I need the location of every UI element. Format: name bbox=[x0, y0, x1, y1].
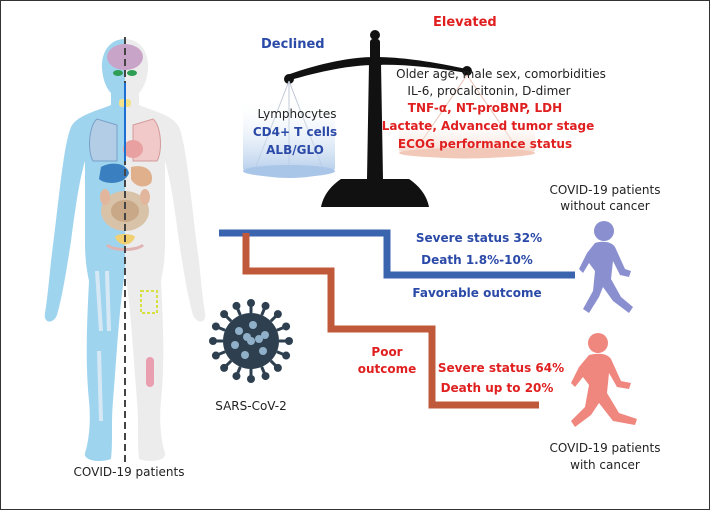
left-pan-rim bbox=[243, 165, 335, 177]
balance-scale bbox=[243, 30, 535, 207]
scale-pillar bbox=[367, 63, 383, 179]
elevated-item-5: ECOG performance status bbox=[397, 137, 573, 151]
virus-spike-tip bbox=[211, 351, 220, 360]
body-right-half bbox=[125, 39, 206, 461]
elevated-item-3: TNF-α, NT-proBNP, LDH bbox=[407, 101, 563, 115]
virus-spike-tip bbox=[282, 351, 291, 360]
liver-organ bbox=[99, 163, 129, 183]
virus-spike-tip bbox=[261, 301, 270, 310]
with-cancer-severe: Severe status 64% bbox=[437, 361, 565, 375]
favorable-outcome-label: Favorable outcome bbox=[412, 286, 542, 300]
body-left-half bbox=[44, 39, 125, 461]
virus-spike-tip bbox=[209, 337, 217, 345]
without-cancer-label-line1: COVID-19 patients bbox=[549, 183, 661, 197]
poor-outcome-label-line1: Poor bbox=[371, 345, 403, 359]
with-cancer-label-line1: COVID-19 patients bbox=[549, 441, 661, 455]
virus-spike-tip bbox=[232, 372, 241, 381]
declined-item-2: CD4+ T cells bbox=[252, 125, 338, 139]
brain-organ bbox=[107, 44, 143, 70]
with-cancer-label-line2: with cancer bbox=[570, 458, 640, 472]
lung-left bbox=[89, 118, 118, 162]
declined-item-1: Lymphocytes bbox=[257, 107, 337, 121]
skin-patch bbox=[140, 290, 158, 314]
virus-surface-dot bbox=[249, 321, 257, 329]
virus-spike-tip bbox=[261, 372, 270, 381]
poor-outcome-path bbox=[242, 233, 539, 409]
virus-spike-tip bbox=[220, 363, 229, 372]
right-pan-rim bbox=[399, 148, 535, 158]
patients-label: COVID-19 patients bbox=[73, 465, 185, 479]
left-pan bbox=[243, 97, 335, 178]
bone-lines bbox=[95, 270, 111, 422]
virus-spike-tip bbox=[285, 337, 293, 345]
virus-surface-dot bbox=[243, 333, 251, 341]
scale-finial bbox=[370, 30, 380, 40]
eye-left bbox=[113, 70, 123, 76]
scale-beam bbox=[287, 57, 467, 81]
stomach-organ bbox=[131, 166, 153, 187]
without-cancer-death: Death 1.8%-10% bbox=[421, 253, 533, 267]
virus-spike-tip bbox=[247, 299, 255, 307]
virus-spike-tip bbox=[232, 301, 241, 310]
virus-spike-tip bbox=[247, 375, 255, 383]
kidney-right bbox=[140, 189, 150, 205]
virus-spike-tip bbox=[220, 310, 229, 319]
virus-label: SARS-CoV-2 bbox=[215, 399, 287, 413]
heart-organ bbox=[123, 140, 143, 158]
virus-surface-dot bbox=[259, 347, 267, 355]
elevated-item-4: Lactate, Advanced tumor stage bbox=[381, 119, 595, 133]
scale-beam-end-left bbox=[284, 74, 294, 84]
without-cancer-label-line2: without cancer bbox=[560, 199, 650, 213]
favorable-outcome-path bbox=[219, 229, 575, 279]
virus-surface-dot bbox=[241, 351, 249, 359]
scale-base bbox=[321, 179, 429, 207]
virus-surface-dot bbox=[261, 331, 269, 339]
scale-beam-end-right bbox=[462, 66, 472, 76]
with-cancer-death: Death up to 20% bbox=[440, 381, 554, 395]
human-body-figure bbox=[44, 37, 206, 463]
virus-spike-tip bbox=[273, 363, 282, 372]
child-with-cancer-icon bbox=[571, 333, 637, 427]
declined-header: Declined bbox=[261, 37, 325, 52]
virus-spike-tip bbox=[273, 310, 282, 319]
virus-surface-dot bbox=[255, 335, 263, 343]
virus-surface-dot bbox=[235, 327, 243, 335]
elevated-item-2: IL-6, procalcitonin, D-dimer bbox=[407, 84, 571, 98]
kidney-left bbox=[100, 189, 110, 205]
elevated-header: Elevated bbox=[433, 15, 497, 30]
right-pan bbox=[399, 119, 535, 159]
muscle-tissue bbox=[146, 357, 154, 387]
virus-spike-tip bbox=[282, 322, 291, 331]
declined-item-3: ALB/GLO bbox=[266, 143, 324, 157]
scale-top bbox=[370, 39, 380, 63]
virus-surface-dot bbox=[231, 341, 239, 349]
intestines-inner bbox=[111, 200, 139, 222]
poor-outcome-label-line2: outcome bbox=[357, 362, 417, 376]
eye-right bbox=[127, 70, 137, 76]
without-cancer-severe: Severe status 32% bbox=[415, 231, 543, 245]
virus-icon bbox=[209, 299, 293, 383]
virus-spike-tip bbox=[211, 322, 220, 331]
elevated-item-1: Older age, male sex, comorbidities bbox=[396, 67, 606, 81]
child-without-cancer-icon bbox=[579, 221, 633, 313]
